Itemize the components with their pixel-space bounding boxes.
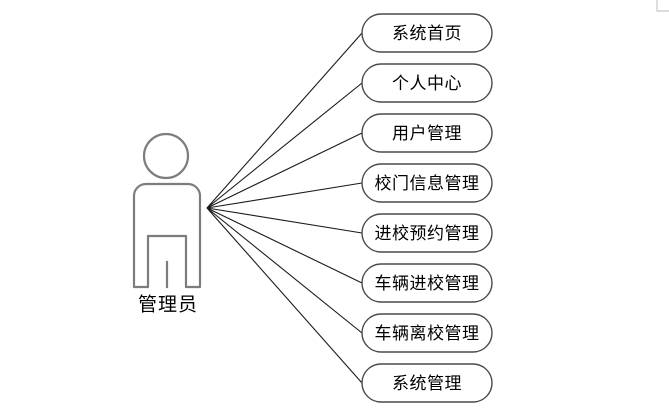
use-case-6[interactable]: 车辆进校管理 [361,263,493,303]
use-case-box[interactable] [361,113,493,153]
use-case-label: 车辆离校管理 [375,324,480,344]
association-lines [206,32,363,384]
use-case-label: 车辆进校管理 [375,274,480,294]
use-case-box[interactable] [361,163,493,203]
use-case-box[interactable] [361,63,493,103]
association-line-4 [206,182,363,209]
association-line-6 [206,207,363,284]
use-case-8[interactable]: 系统管理 [361,363,493,403]
use-case-1[interactable]: 系统首页 [361,13,493,53]
use-case-label: 校门信息管理 [375,174,480,194]
use-case-label: 个人中心 [392,74,462,94]
use-case-box[interactable] [361,313,493,353]
association-line-2 [206,82,363,209]
use-case-5[interactable]: 进校预约管理 [361,213,493,253]
use-case-box[interactable] [361,263,493,303]
actor-label: 管理员 [138,294,198,316]
use-case-label: 系统首页 [392,24,462,44]
actor-head-icon [142,132,190,180]
use-case-label: 进校预约管理 [375,224,480,244]
actor-body-icon [132,182,202,289]
use-case-3[interactable]: 用户管理 [361,113,493,153]
association-line-1 [206,32,363,209]
actor-person-icon[interactable]: 管理员 [132,132,202,316]
use-case-box[interactable] [361,13,493,53]
association-line-8 [206,207,363,384]
use-case-2[interactable]: 个人中心 [361,63,493,103]
corner-mark [656,0,669,12]
use-case-box[interactable] [361,363,493,403]
association-line-5 [206,207,363,234]
use-case-box[interactable] [361,213,493,253]
use-case-7[interactable]: 车辆离校管理 [361,313,493,353]
use-case-label: 系统管理 [392,374,462,394]
association-line-7 [206,207,363,334]
use-case-label: 用户管理 [392,124,462,144]
association-line-3 [206,132,363,209]
use-case-4[interactable]: 校门信息管理 [361,163,493,203]
